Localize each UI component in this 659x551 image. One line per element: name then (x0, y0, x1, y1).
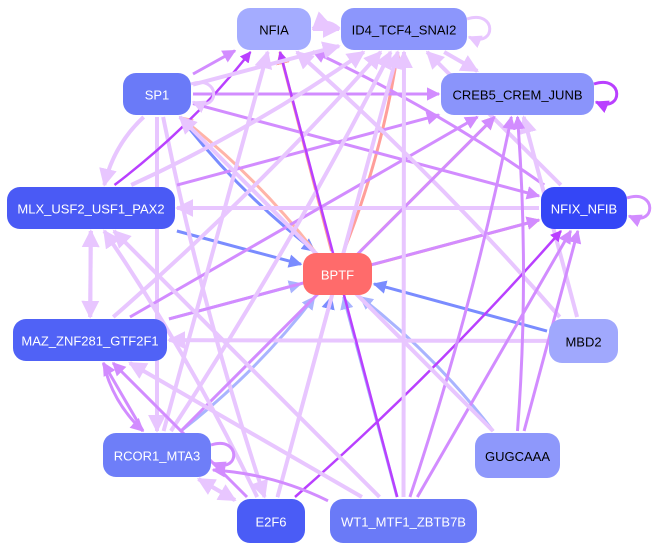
edge-mlx-to-id4 (130, 50, 366, 187)
edge-e2f6-to-mlx (102, 229, 260, 498)
node-maz[interactable]: MAZ_ZNF281_GTF2F1 (13, 319, 167, 361)
node-rcor1[interactable]: RCOR1_MTA3 (103, 433, 211, 477)
node-label: MLX_USF2_USF1_PAX2 (17, 202, 164, 217)
edge-mbd2-to-maz (167, 331, 548, 350)
node-label: BPTF (321, 268, 354, 283)
node-label: WT1_MTF1_ZBTB7B (341, 515, 466, 530)
node-bptf[interactable]: BPTF (303, 253, 372, 295)
node-gugcaaa[interactable]: GUGCAAA (475, 433, 560, 478)
node-sp1[interactable]: SP1 (123, 73, 191, 115)
edge-e2f6-to-maz (111, 361, 249, 499)
node-mbd2[interactable]: MBD2 (549, 319, 618, 363)
node-wt1[interactable]: WT1_MTF1_ZBTB7B (330, 499, 477, 543)
edge-wt1-to-maz (128, 361, 363, 499)
self-loop-rcor1 (210, 441, 236, 474)
edge-e2f6-to-rcor1 (196, 477, 237, 502)
node-id4[interactable]: ID4_TCF4_SNAI2 (341, 8, 467, 50)
edge-mbd2-to-bptf (372, 280, 548, 333)
self-loop-nfix (626, 194, 652, 227)
edge-maz-to-rcor1 (101, 362, 145, 433)
edge-wt1-to-nfix (416, 229, 573, 498)
node-mlx[interactable]: MLX_USF2_USF1_PAX2 (7, 187, 175, 229)
node-label: MBD2 (565, 335, 601, 350)
node-box[interactable] (103, 433, 211, 477)
edge-bptf-to-sp1 (178, 115, 316, 252)
self-loop-creb5 (593, 80, 619, 113)
edge-sp1-to-nfix (192, 102, 541, 200)
node-label: CREB5_CREM_JUNB (452, 88, 582, 103)
edge-gugcaaa-to-bptf (359, 295, 495, 432)
node-box[interactable] (341, 8, 467, 50)
node-box[interactable] (475, 433, 560, 478)
node-label: MAZ_ZNF281_GTF2F1 (21, 334, 158, 349)
node-box[interactable] (303, 253, 372, 295)
node-label: SP1 (145, 88, 170, 103)
node-box[interactable] (541, 187, 627, 229)
node-box[interactable] (123, 73, 191, 115)
node-e2f6[interactable]: E2F6 (237, 499, 305, 543)
node-box[interactable] (237, 8, 311, 50)
edge-gugcaaa-to-creb5 (511, 115, 526, 432)
edge-wt1-to-mlx (112, 229, 381, 499)
edge-sp1-to-mlx (99, 115, 146, 187)
node-box[interactable] (13, 319, 167, 361)
self-loop-id4 (466, 15, 492, 48)
edge-sp1-to-id4 (192, 41, 341, 87)
edges-layer (81, 11, 652, 503)
node-label: NFIX_NFIB (551, 202, 617, 217)
edge-rcor1-to-nfia (161, 50, 273, 432)
node-box[interactable] (237, 499, 305, 543)
node-nfia[interactable]: NFIA (237, 8, 311, 50)
node-box[interactable] (330, 499, 477, 543)
self-loop-sp1 (190, 80, 216, 113)
edge-id4-to-creb5 (443, 50, 479, 73)
node-box[interactable] (7, 187, 175, 229)
node-box[interactable] (549, 319, 618, 363)
node-label: GUGCAAA (485, 449, 550, 464)
node-label: RCOR1_MTA3 (114, 449, 200, 464)
node-creb5[interactable]: CREB5_CREM_JUNB (441, 73, 594, 115)
node-label: ID4_TCF4_SNAI2 (352, 23, 457, 38)
edge-wt1-to-creb5 (408, 115, 516, 498)
node-label: NFIA (259, 23, 289, 38)
edge-rcor1-to-id4 (169, 50, 393, 433)
node-box[interactable] (441, 73, 594, 115)
edge-sp1-to-nfia (192, 49, 237, 76)
node-label: E2F6 (255, 515, 286, 530)
node-nfix[interactable]: NFIX_NFIB (541, 187, 627, 229)
edge-maz-to-mlx (81, 229, 100, 318)
